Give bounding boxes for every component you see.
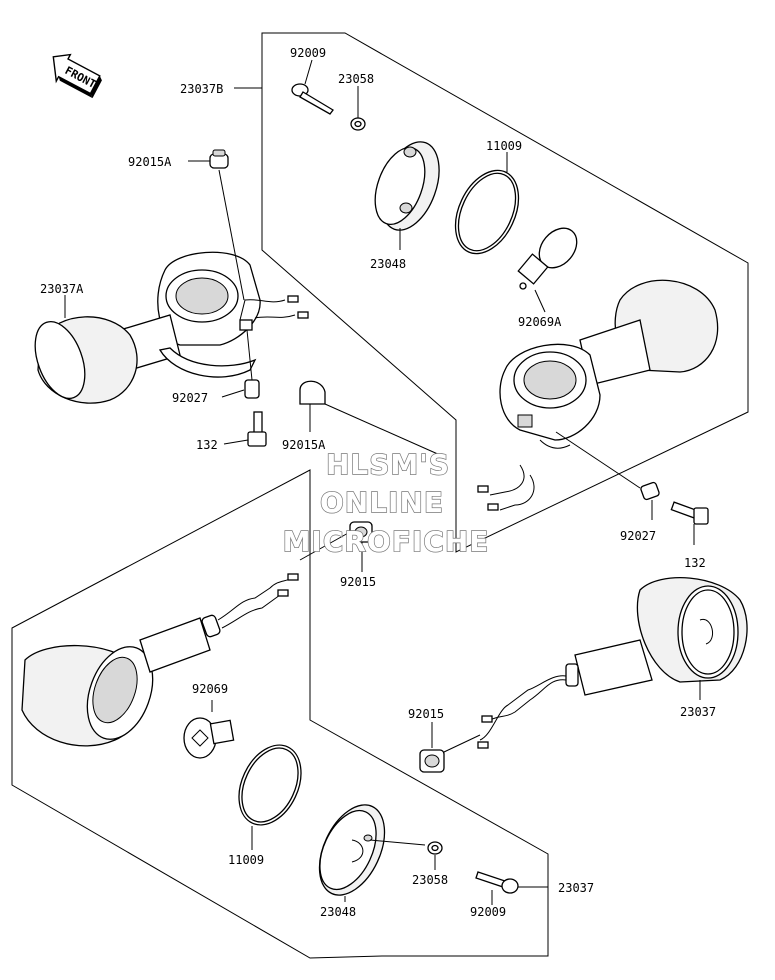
nut-92015-low (419, 722, 481, 773)
turn-signal-assembly-23037-right (477, 577, 748, 749)
collar-92027-right (640, 481, 660, 520)
label-132-left: 132 (196, 438, 218, 452)
label-92069A: 92069A (518, 315, 562, 329)
screw-92009-top (291, 83, 334, 115)
lens-23048-top (374, 141, 440, 250)
front-arrow-icon: FRONT (52, 53, 102, 99)
label-92015A-mid: 92015A (282, 438, 326, 452)
label-132-right: 132 (684, 556, 706, 570)
group-boundary-upper (261, 32, 749, 553)
label-11009-low: 11009 (228, 853, 264, 867)
group-boundary-lower (11, 469, 549, 959)
label-23037-bottom: 23037 (558, 881, 594, 895)
bolt-132-left (247, 411, 267, 447)
washer-23058-top (350, 117, 366, 131)
watermark-line-3: MICROFICHE (283, 525, 490, 558)
turn-signal-assembly-left-lower (21, 573, 299, 747)
label-92027-left: 92027 (172, 391, 208, 405)
leader-132-left (223, 439, 249, 445)
label-23058-top: 23058 (338, 72, 374, 86)
label-23048-low: 23048 (320, 905, 356, 919)
lens-23048-low (318, 804, 426, 902)
bolt-132-right (670, 501, 709, 545)
label-92009-top: 92009 (290, 46, 326, 60)
washer-23058-low (427, 841, 443, 870)
gasket-11009-top (454, 160, 520, 255)
label-23037-right: 23037 (680, 705, 716, 719)
watermark-line-2: ONLINE (320, 486, 444, 519)
nut-92015-mid (299, 521, 373, 572)
turn-signal-assembly-right-upper (477, 279, 719, 511)
label-23037B: 23037B (180, 82, 223, 96)
label-23058-low: 23058 (412, 873, 448, 887)
bulb-92069A (517, 227, 578, 290)
bulb-92069 (183, 700, 235, 759)
watermark: HLSM'S ONLINE MICROFICHE (282, 447, 490, 558)
label-92027-right: 92027 (620, 529, 656, 543)
leader-92009-top (304, 59, 313, 85)
label-11009-top: 11009 (486, 139, 522, 153)
leader-92027-left (221, 389, 245, 398)
gasket-11009-low (238, 744, 302, 850)
label-92069: 92069 (192, 682, 228, 696)
screw-92009-low (475, 871, 519, 905)
leader-92069A (534, 289, 546, 313)
label-92009-low: 92009 (470, 905, 506, 919)
nut-92015A-top (209, 149, 245, 301)
label-23048-top: 23048 (370, 257, 406, 271)
turn-signal-assembly-23037A (34, 251, 309, 404)
collar-92027-left (244, 329, 260, 399)
watermark-line-1: HLSM'S (326, 448, 450, 481)
label-92015A-top: 92015A (128, 155, 172, 169)
label-92015-low: 92015 (408, 707, 444, 721)
label-92015-mid: 92015 (340, 575, 376, 589)
cap-nut-92015A-mid (299, 380, 441, 456)
label-23037A: 23037A (40, 282, 84, 296)
